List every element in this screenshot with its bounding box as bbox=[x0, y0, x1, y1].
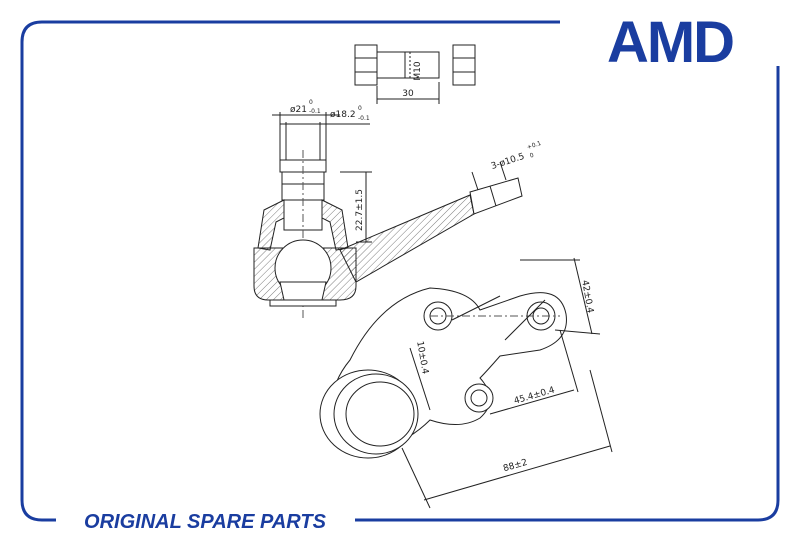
stud-diameter-18-tol-lower: -0.1 bbox=[358, 115, 370, 122]
stud-diameter-21: ø21 bbox=[290, 105, 307, 115]
overall-length: 88±2 bbox=[502, 458, 529, 474]
hole-spacing-45: 45.4±0.4 bbox=[513, 385, 556, 406]
stud-diameter-18: ø18.2 bbox=[330, 110, 356, 120]
bolt-length-label: 30 bbox=[402, 89, 414, 99]
hole-spacing-42: 42±0.4 bbox=[579, 279, 595, 314]
holes-label: 3-ø10.5 bbox=[490, 152, 526, 172]
stud-height-label: 22.7±1.5 bbox=[355, 189, 365, 231]
ball-joint-plan-view bbox=[319, 257, 613, 509]
holes-tol-lower: 0 bbox=[529, 152, 535, 160]
brand-logo: AMD bbox=[607, 10, 735, 75]
bolt-and-nut bbox=[354, 44, 476, 104]
border-frame bbox=[20, 20, 780, 522]
footer-tagline: ORIGINAL SPARE PARTS bbox=[84, 511, 327, 533]
stud-diameter-21-tol-upper: 0 bbox=[309, 99, 313, 106]
bolt-thread-label: M10 bbox=[413, 61, 423, 80]
stud-diameter-18-tol-upper: 0 bbox=[358, 105, 362, 112]
brand-logo-text: AMD bbox=[607, 10, 733, 75]
holes-tol-upper: +0.1 bbox=[526, 140, 542, 151]
ball-joint-section bbox=[253, 112, 523, 320]
stud-diameter-21-tol-lower: -0.1 bbox=[309, 108, 321, 115]
